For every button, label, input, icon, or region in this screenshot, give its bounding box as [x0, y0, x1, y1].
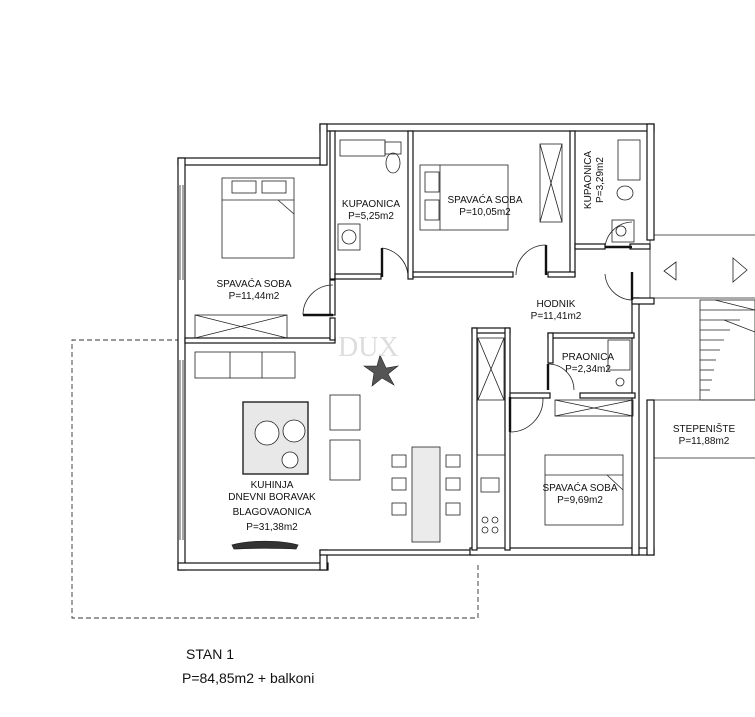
room-area-bathroom-1: P=5,25m2 — [348, 211, 394, 222]
room-area-bedroom-north: P=10,05m2 — [459, 207, 511, 218]
room-name-bedroom-se: SPAVAĆA SOBA — [542, 481, 617, 494]
dining-table — [391, 446, 461, 543]
apartment-total-area: P=84,85m2 + balkoni — [182, 670, 314, 686]
stair-arrow-right-icon — [732, 257, 748, 283]
doors — [302, 221, 634, 433]
stair-flight — [699, 299, 755, 401]
bathroom-1-fixtures — [337, 139, 402, 251]
plant-icon — [363, 354, 400, 387]
west-window — [179, 185, 184, 540]
room-area-laundry: P=2,34m2 — [565, 364, 611, 375]
room-name-living-line-3: BLAGOVAONICA — [233, 507, 312, 518]
room-name-living-line-2: DNEVNI BORAVAK — [228, 492, 316, 503]
fireplace — [231, 540, 299, 550]
room-name-bedroom-nw: SPAVAĆA SOBA — [216, 277, 291, 290]
room-name-bathroom-2: KUPAONICA — [583, 151, 594, 209]
interior-walls — [184, 130, 651, 551]
room-area-staircase: P=11,88m2 — [679, 436, 730, 447]
wardrobe-north — [539, 143, 563, 223]
bed-nw — [221, 177, 295, 259]
stair-arrow-left-icon — [663, 261, 677, 281]
room-name-bathroom-1: KUPAONICA — [342, 199, 400, 210]
watermark-logo: DUX — [338, 332, 399, 363]
room-name-staircase: STEPENIŠTE — [673, 422, 736, 435]
kitchen-counter — [476, 454, 506, 549]
room-name-hallway: HODNIK — [537, 299, 576, 310]
bed-north — [419, 164, 509, 231]
room-area-hallway: P=11,41m2 — [531, 311, 582, 322]
room-area-bedroom-se: P=9,69m2 — [557, 495, 603, 506]
room-name-laundry: PRAONICA — [562, 352, 615, 363]
room-name-bedroom-north: SPAVAĆA SOBA — [447, 193, 522, 206]
outer-walls — [177, 123, 655, 571]
apartment-title: STAN 1 — [186, 646, 234, 662]
bed-se — [544, 399, 634, 526]
balcony-outline — [71, 339, 479, 619]
armchairs — [329, 394, 361, 481]
room-area-bedroom-nw: P=11,44m2 — [229, 291, 280, 302]
sofa — [194, 351, 296, 379]
room-area-bathroom-2: P=3,29m2 — [595, 157, 606, 203]
laundry-fixtures — [477, 337, 631, 401]
room-name-living-line-1: KUHINJA — [251, 480, 294, 491]
wardrobe-nw — [194, 314, 288, 339]
rug-pattern — [242, 401, 309, 475]
bathroom-2-fixtures — [611, 139, 641, 243]
room-area-living: P=31,38m2 — [246, 522, 298, 533]
